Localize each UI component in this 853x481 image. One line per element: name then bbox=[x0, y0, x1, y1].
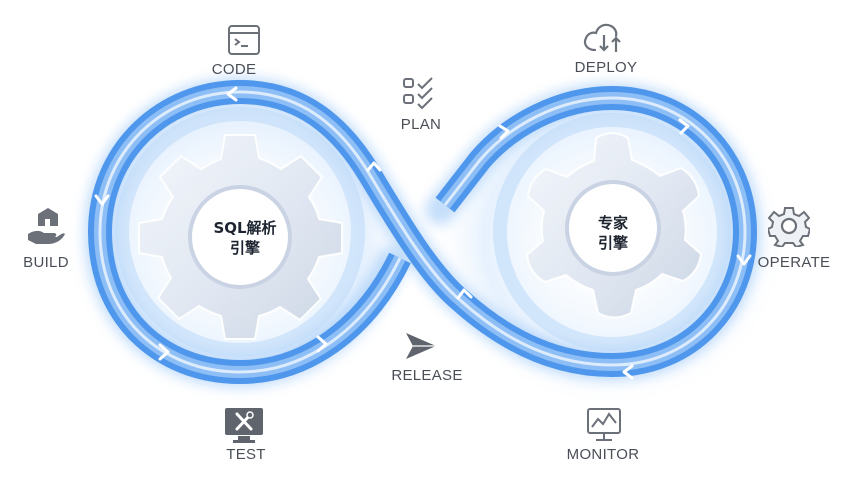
gear-icon bbox=[768, 205, 810, 247]
terminal-icon bbox=[227, 24, 261, 56]
stage-code-label: CODE bbox=[212, 61, 257, 78]
stage-monitor-label: MONITOR bbox=[567, 446, 640, 463]
stage-plan-label: PLAN bbox=[401, 116, 441, 133]
expert-engine-line2: 引擎 bbox=[598, 233, 628, 253]
stage-release-label: RELEASE bbox=[391, 367, 462, 384]
hand-house-icon bbox=[26, 208, 66, 248]
checklist-icon bbox=[402, 76, 438, 112]
stage-deploy-label: DEPLOY bbox=[575, 59, 638, 76]
cloud-transfer-icon bbox=[581, 20, 627, 56]
tools-monitor-icon bbox=[223, 406, 265, 444]
monitor-chart-icon bbox=[586, 407, 622, 443]
paper-plane-icon bbox=[404, 330, 438, 362]
stage-operate-label: OPERATE bbox=[758, 254, 831, 271]
sql-engine-label: SQL解析 引擎 bbox=[213, 218, 276, 258]
sql-engine-line1: SQL解析 bbox=[213, 218, 276, 238]
sql-engine-line2: 引擎 bbox=[213, 238, 276, 258]
stage-test-label: TEST bbox=[226, 446, 266, 463]
expert-engine-label: 专家 引擎 bbox=[598, 213, 628, 253]
stage-build-label: BUILD bbox=[23, 254, 69, 271]
expert-engine-line1: 专家 bbox=[598, 213, 628, 233]
